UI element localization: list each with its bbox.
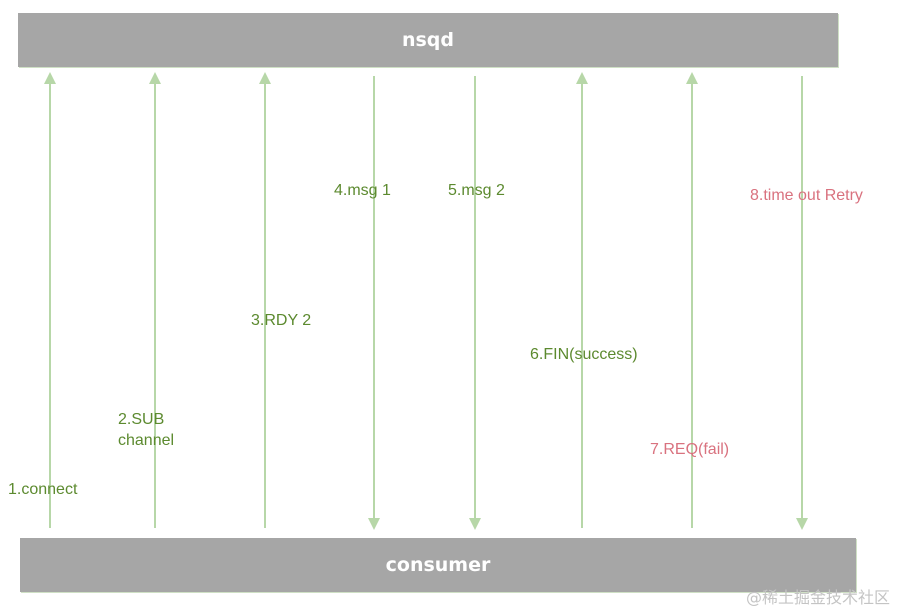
label-timeout-retry: 8.time out Retry [750, 187, 863, 204]
arrow-msg1 [368, 76, 380, 530]
arrowhead-retry [796, 518, 808, 530]
label-rdy: 3.RDY 2 [251, 312, 312, 329]
arrowhead-fin [576, 72, 588, 84]
arrowhead-rdy [259, 72, 271, 84]
arrow-msg2 [469, 76, 481, 530]
arrowhead-sub [149, 72, 161, 84]
label-msg2: 5.msg 2 [448, 182, 505, 199]
consumer-label: consumer [385, 554, 491, 576]
arrowhead-msg2 [469, 518, 481, 530]
arrow-rdy [259, 72, 271, 528]
arrowhead-req [686, 72, 698, 84]
arrow-req [686, 72, 698, 528]
arrow-retry [796, 76, 808, 530]
arrow-connect [44, 72, 56, 528]
nsqd-node: nsqd [18, 13, 838, 67]
arrowhead-msg1 [368, 518, 380, 530]
arrowhead-connect [44, 72, 56, 84]
label-req-fail: 7.REQ(fail) [650, 441, 730, 458]
label-sub-channel: 2.SUB channel [118, 411, 175, 449]
arrow-sub [149, 72, 161, 528]
nsqd-label: nsqd [401, 29, 455, 51]
arrow-fin [576, 72, 588, 528]
label-connect: 1.connect [8, 481, 78, 498]
watermark: @稀土掘金技术社区 [745, 588, 890, 607]
consumer-node: consumer [20, 538, 856, 592]
label-fin-success: 6.FIN(success) [530, 346, 638, 363]
label-msg1: 4.msg 1 [334, 182, 391, 199]
